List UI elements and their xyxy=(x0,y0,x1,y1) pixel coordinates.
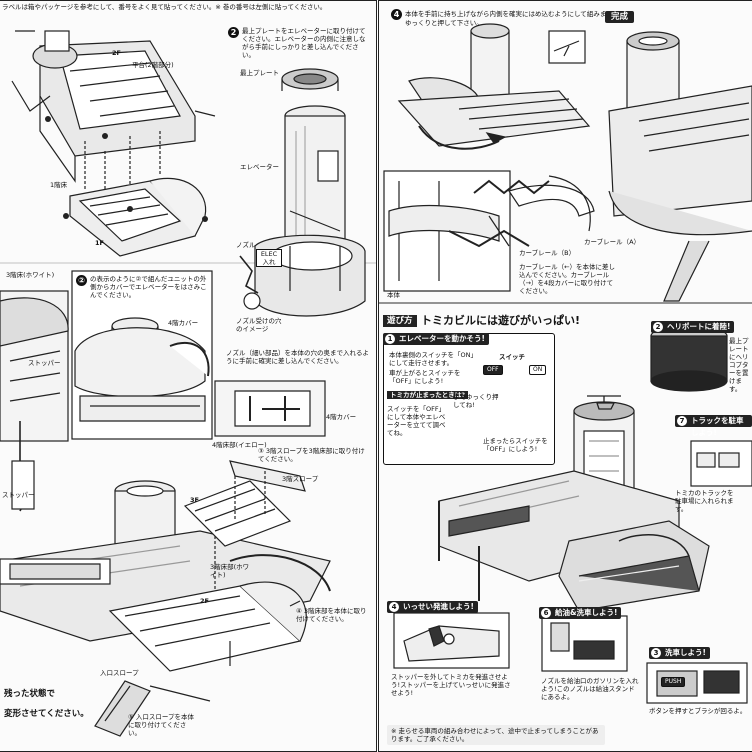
sec6-title: 給油&洗車しよう! xyxy=(555,608,618,617)
sec3-number: 3 xyxy=(651,648,661,658)
tip2: 手でゆっくり押してね! xyxy=(453,393,499,409)
play-title: トミカビルには遊びがいっぱい! xyxy=(421,314,581,327)
bottom-left-line1: 残った状態で xyxy=(4,689,56,699)
sec6-header: 6 給油&洗車しよう! xyxy=(539,607,622,619)
step1-label-1f: 1F xyxy=(95,239,104,247)
step1-label-2f: 2F xyxy=(112,49,121,57)
nozzle-label: ノズル xyxy=(236,241,256,249)
sec7-title: トラックを駐車しよう! xyxy=(691,416,744,437)
label-2f: 2F xyxy=(200,597,209,605)
sec1-header: 1 エレベーターを動かそう! xyxy=(383,333,489,345)
sec6-text: ノズルを給油口のガソリンを入れよう!このノズルは給油スタンドにあるよ。 xyxy=(541,677,639,701)
tip-title: トミカが止まったときは? xyxy=(387,391,469,399)
step3a-text: の表示のように②で組んだユニットの外側からカバーでエレベーターをはさみこんでくだ… xyxy=(90,275,207,299)
stopper-label: ストッパー xyxy=(28,359,61,367)
sec3-header: 3 洗車しよう! xyxy=(649,647,710,659)
step4-left-note: ④ 3階床部を本体に取り付けてください。 xyxy=(296,607,367,623)
footer-note: ※ 走らせる車両の組み合わせによって、途中で止まってしまうことがあります。ご了承… xyxy=(387,725,605,745)
sec7-text: トミカのトラックを駐車場に入れられます。 xyxy=(675,489,734,513)
left-instruction-page: ラベルは箱やパッケージを参考にして、番号をよく見て貼ってください。※ 巻の番号は… xyxy=(0,0,377,752)
sec2-number: 2 xyxy=(653,322,663,332)
curve-rail-a: カーブレール（A） xyxy=(584,238,641,246)
elec-sticker-label: ELEC 入れ xyxy=(256,249,282,267)
curve-note: カーブレール（←）を本体に差し込んでください。カーブレール（→）を4段カバーに取… xyxy=(519,263,616,295)
slope-note: ③ 3階スロープを3階床部に取り付けてください。 xyxy=(258,447,365,463)
push-button[interactable]: PUSH xyxy=(661,677,686,687)
sec2-header: 2 ヘリポートに着陸! xyxy=(651,321,735,333)
left-page-illustrations xyxy=(0,30,376,737)
step2-title: 最上プレートをエレベーターに取り付けてください。エレベーターの内側に注意しながら… xyxy=(242,27,366,59)
sec4-title: いっせい発進しよう! xyxy=(403,602,474,611)
curve-rail-b: カーブレール（B） xyxy=(519,249,576,257)
sec2-text: 最上プレートにヘリコプターを置けます。 xyxy=(729,337,749,393)
cover-bar-label: 4階カバー xyxy=(326,413,357,421)
entrance-slope-label: 入口スロープ xyxy=(100,669,139,677)
cover-4f-label: 4階カバー xyxy=(168,319,199,327)
hole-image-label: ノズル受けの穴のイメージ xyxy=(236,317,282,333)
sec4-number: 4 xyxy=(389,602,399,612)
sec3-title: 洗車しよう! xyxy=(665,648,706,657)
sec6-number: 6 xyxy=(541,608,551,618)
sec7-header: 7 トラックを駐車しよう! xyxy=(675,415,752,437)
elevator-label: エレベーター xyxy=(240,163,279,171)
section-elevator xyxy=(383,333,555,465)
top-note: ラベルは箱やパッケージを参考にして、番号をよく見て貼ってください。※ 巻の番号は… xyxy=(2,3,327,11)
step4-number: 4 xyxy=(391,9,402,20)
tip1: スイッチを「OFF」にして本体やエレベーターを立てて調べてね。 xyxy=(387,405,446,437)
step4-sub: ゆっくりと押して下さい。 xyxy=(405,19,483,27)
right-page-illustrations xyxy=(379,23,752,704)
switch-on[interactable]: ON xyxy=(529,365,547,375)
sec1-title: エレベーターを動かそう! xyxy=(399,334,485,343)
sec1-line2: 車が上がるとスイッチを「OFF」にしよう! xyxy=(389,369,461,385)
sec7-number: 7 xyxy=(677,416,687,426)
right-instruction-page: 4 本体を手前に持ち上げながら内側を確実にはめ込むようにして組みます。 ゆっくり… xyxy=(378,0,752,752)
sec1-line1: 本体裏側のスイッチを「ON」にして走行させます。 xyxy=(389,351,477,367)
label-3f: 3F xyxy=(190,496,199,504)
bottom-left-line2: 変形させてください。 xyxy=(4,709,89,719)
plate-label: 最上プレート xyxy=(240,69,279,77)
step1-label-1f-floor: 1階床 xyxy=(50,181,68,189)
main-body-label: 本体 xyxy=(387,291,400,299)
step2-caption: ノズル（細い部品）を本体の穴の奥まで入れるように手前に確実に差し込んでください。 xyxy=(226,349,369,365)
tip3: 止まったらスイッチを「OFF」にしよう! xyxy=(483,437,548,453)
floor-yellow-label: 4階床部(イエロー) xyxy=(212,441,267,449)
floor-white-3-label: 3階床部(ホワイト) xyxy=(210,563,250,579)
step5-note: ⑤ 入口スロープを本体に取り付けてください。 xyxy=(128,713,195,737)
sec2-title: ヘリポートに着陸! xyxy=(667,322,731,331)
stopper-3b-label: ストッパー xyxy=(2,491,35,499)
sec3-text: ボタンを押すとブラシが回るよ。 xyxy=(649,707,747,715)
step3a-number: ② xyxy=(76,275,87,286)
sec1-number: 1 xyxy=(385,334,395,344)
slope-label: 3階スロープ xyxy=(282,475,319,483)
done-badge: 完成 xyxy=(605,11,635,23)
sec4-text: ストッパーを外してトミカを発進させよう!ストッパーを上げていっせいに発進させよう… xyxy=(391,673,511,697)
step4-text: 本体を手前に持ち上げながら内側を確実にはめ込むようにして組みます。 xyxy=(405,10,619,18)
switch-label: スイッチ xyxy=(499,353,525,361)
play-tag: 遊び方 xyxy=(383,315,417,327)
switch-off[interactable]: OFF xyxy=(483,365,503,375)
sec4-header: 4 いっせい発進しよう! xyxy=(387,601,478,613)
floor-3-white-label: 3階床(ホワイト) xyxy=(6,271,55,279)
step1-sub-text: 平台(2階部分) xyxy=(132,61,174,69)
step2-number: 2 xyxy=(228,27,239,38)
